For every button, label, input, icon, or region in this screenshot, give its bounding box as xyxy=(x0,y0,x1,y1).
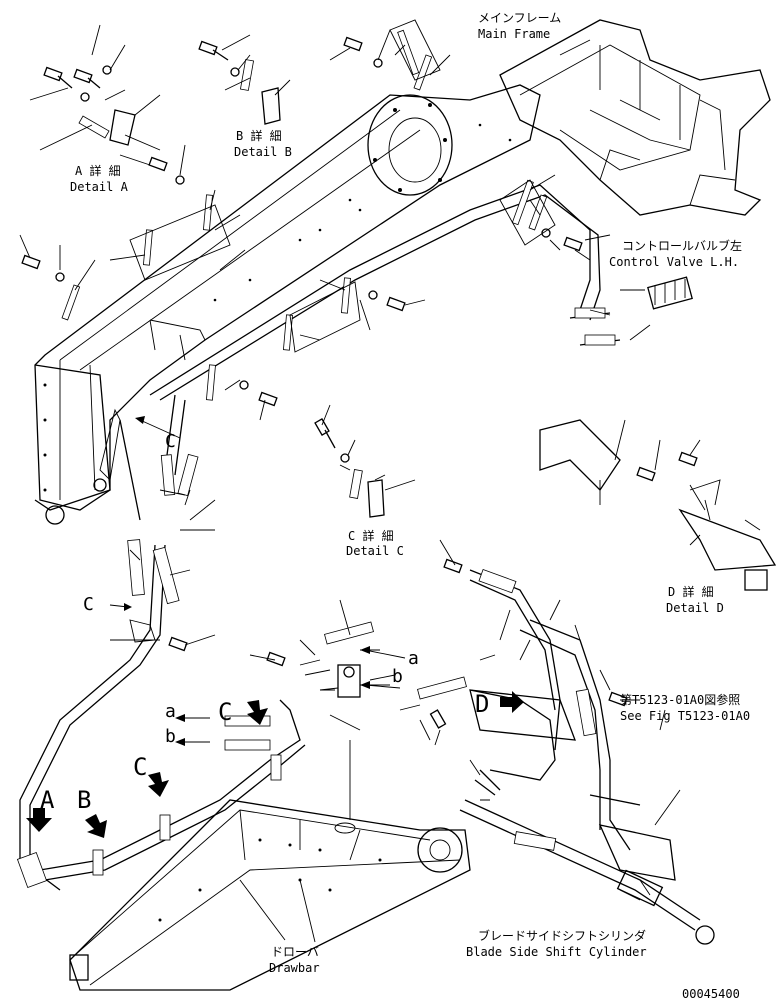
view-marker-c1: C xyxy=(133,753,147,781)
see-fig-label-en: See Fig T5123-01A0 xyxy=(620,709,750,723)
leader-lines xyxy=(19,24,761,943)
view-marker-a: A xyxy=(40,786,55,814)
callout-b-left: b xyxy=(165,726,176,747)
main-frame-label-jp: メインフレーム xyxy=(478,11,561,25)
drawing-number: 00045400 xyxy=(682,987,740,1001)
main-frame xyxy=(499,19,771,216)
arrow-c1-marker xyxy=(148,772,169,797)
drawbar xyxy=(69,714,471,991)
drawbar-label-en: Drawbar xyxy=(269,961,320,975)
detail-d-label-jp: D 詳 細 xyxy=(668,584,714,599)
detail-c-label-en: Detail C xyxy=(346,544,404,558)
callout-a-left: a xyxy=(165,701,176,722)
arrow-d-marker xyxy=(500,691,524,713)
arrow-c2-marker xyxy=(247,700,268,725)
hydraulic-hoses xyxy=(19,184,631,891)
control-valve-label-jp: コントロールバルブ左 xyxy=(622,238,742,253)
callout-c-upper: C xyxy=(165,431,176,452)
detail-b-label-en: Detail B xyxy=(234,145,292,159)
view-marker-b: B xyxy=(77,786,91,814)
main-frame-label-en: Main Frame xyxy=(478,27,550,41)
callout-b-right: b xyxy=(392,666,403,687)
arrow-b-marker xyxy=(85,814,107,838)
control-valve xyxy=(569,276,693,346)
view-marker-d: D xyxy=(475,690,489,718)
detail-a-label-jp: A 詳 細 xyxy=(75,163,121,178)
control-valve-label-en: Control Valve L.H. xyxy=(609,255,739,269)
drawbar-label-jp: ドローバ xyxy=(271,945,319,959)
arrow-a-marker xyxy=(26,808,52,832)
blade-cylinder-label-jp: ブレードサイドシフトシリンダ xyxy=(478,928,646,943)
detail-d-label-en: Detail D xyxy=(666,601,724,615)
detail-d-assembly xyxy=(539,419,777,591)
blade-cylinder-label-en: Blade Side Shift Cylinder xyxy=(466,945,647,959)
view-marker-c2: C xyxy=(218,698,232,726)
detail-a-label-en: Detail A xyxy=(70,180,129,194)
callout-c-lower: C xyxy=(83,594,94,615)
callout-a-right: a xyxy=(408,648,419,669)
detail-parts xyxy=(16,19,698,889)
see-fig-label-jp: 第T5123-01A0図参照 xyxy=(620,692,740,707)
labels-layer: メインフレーム Main Frame A 詳 細 Detail A B 詳 細 … xyxy=(40,11,750,1001)
detail-b-label-jp: B 詳 細 xyxy=(236,128,282,143)
detail-c-label-jp: C 詳 細 xyxy=(348,528,394,543)
callout-arrows xyxy=(26,416,524,838)
front-beam xyxy=(34,84,541,525)
